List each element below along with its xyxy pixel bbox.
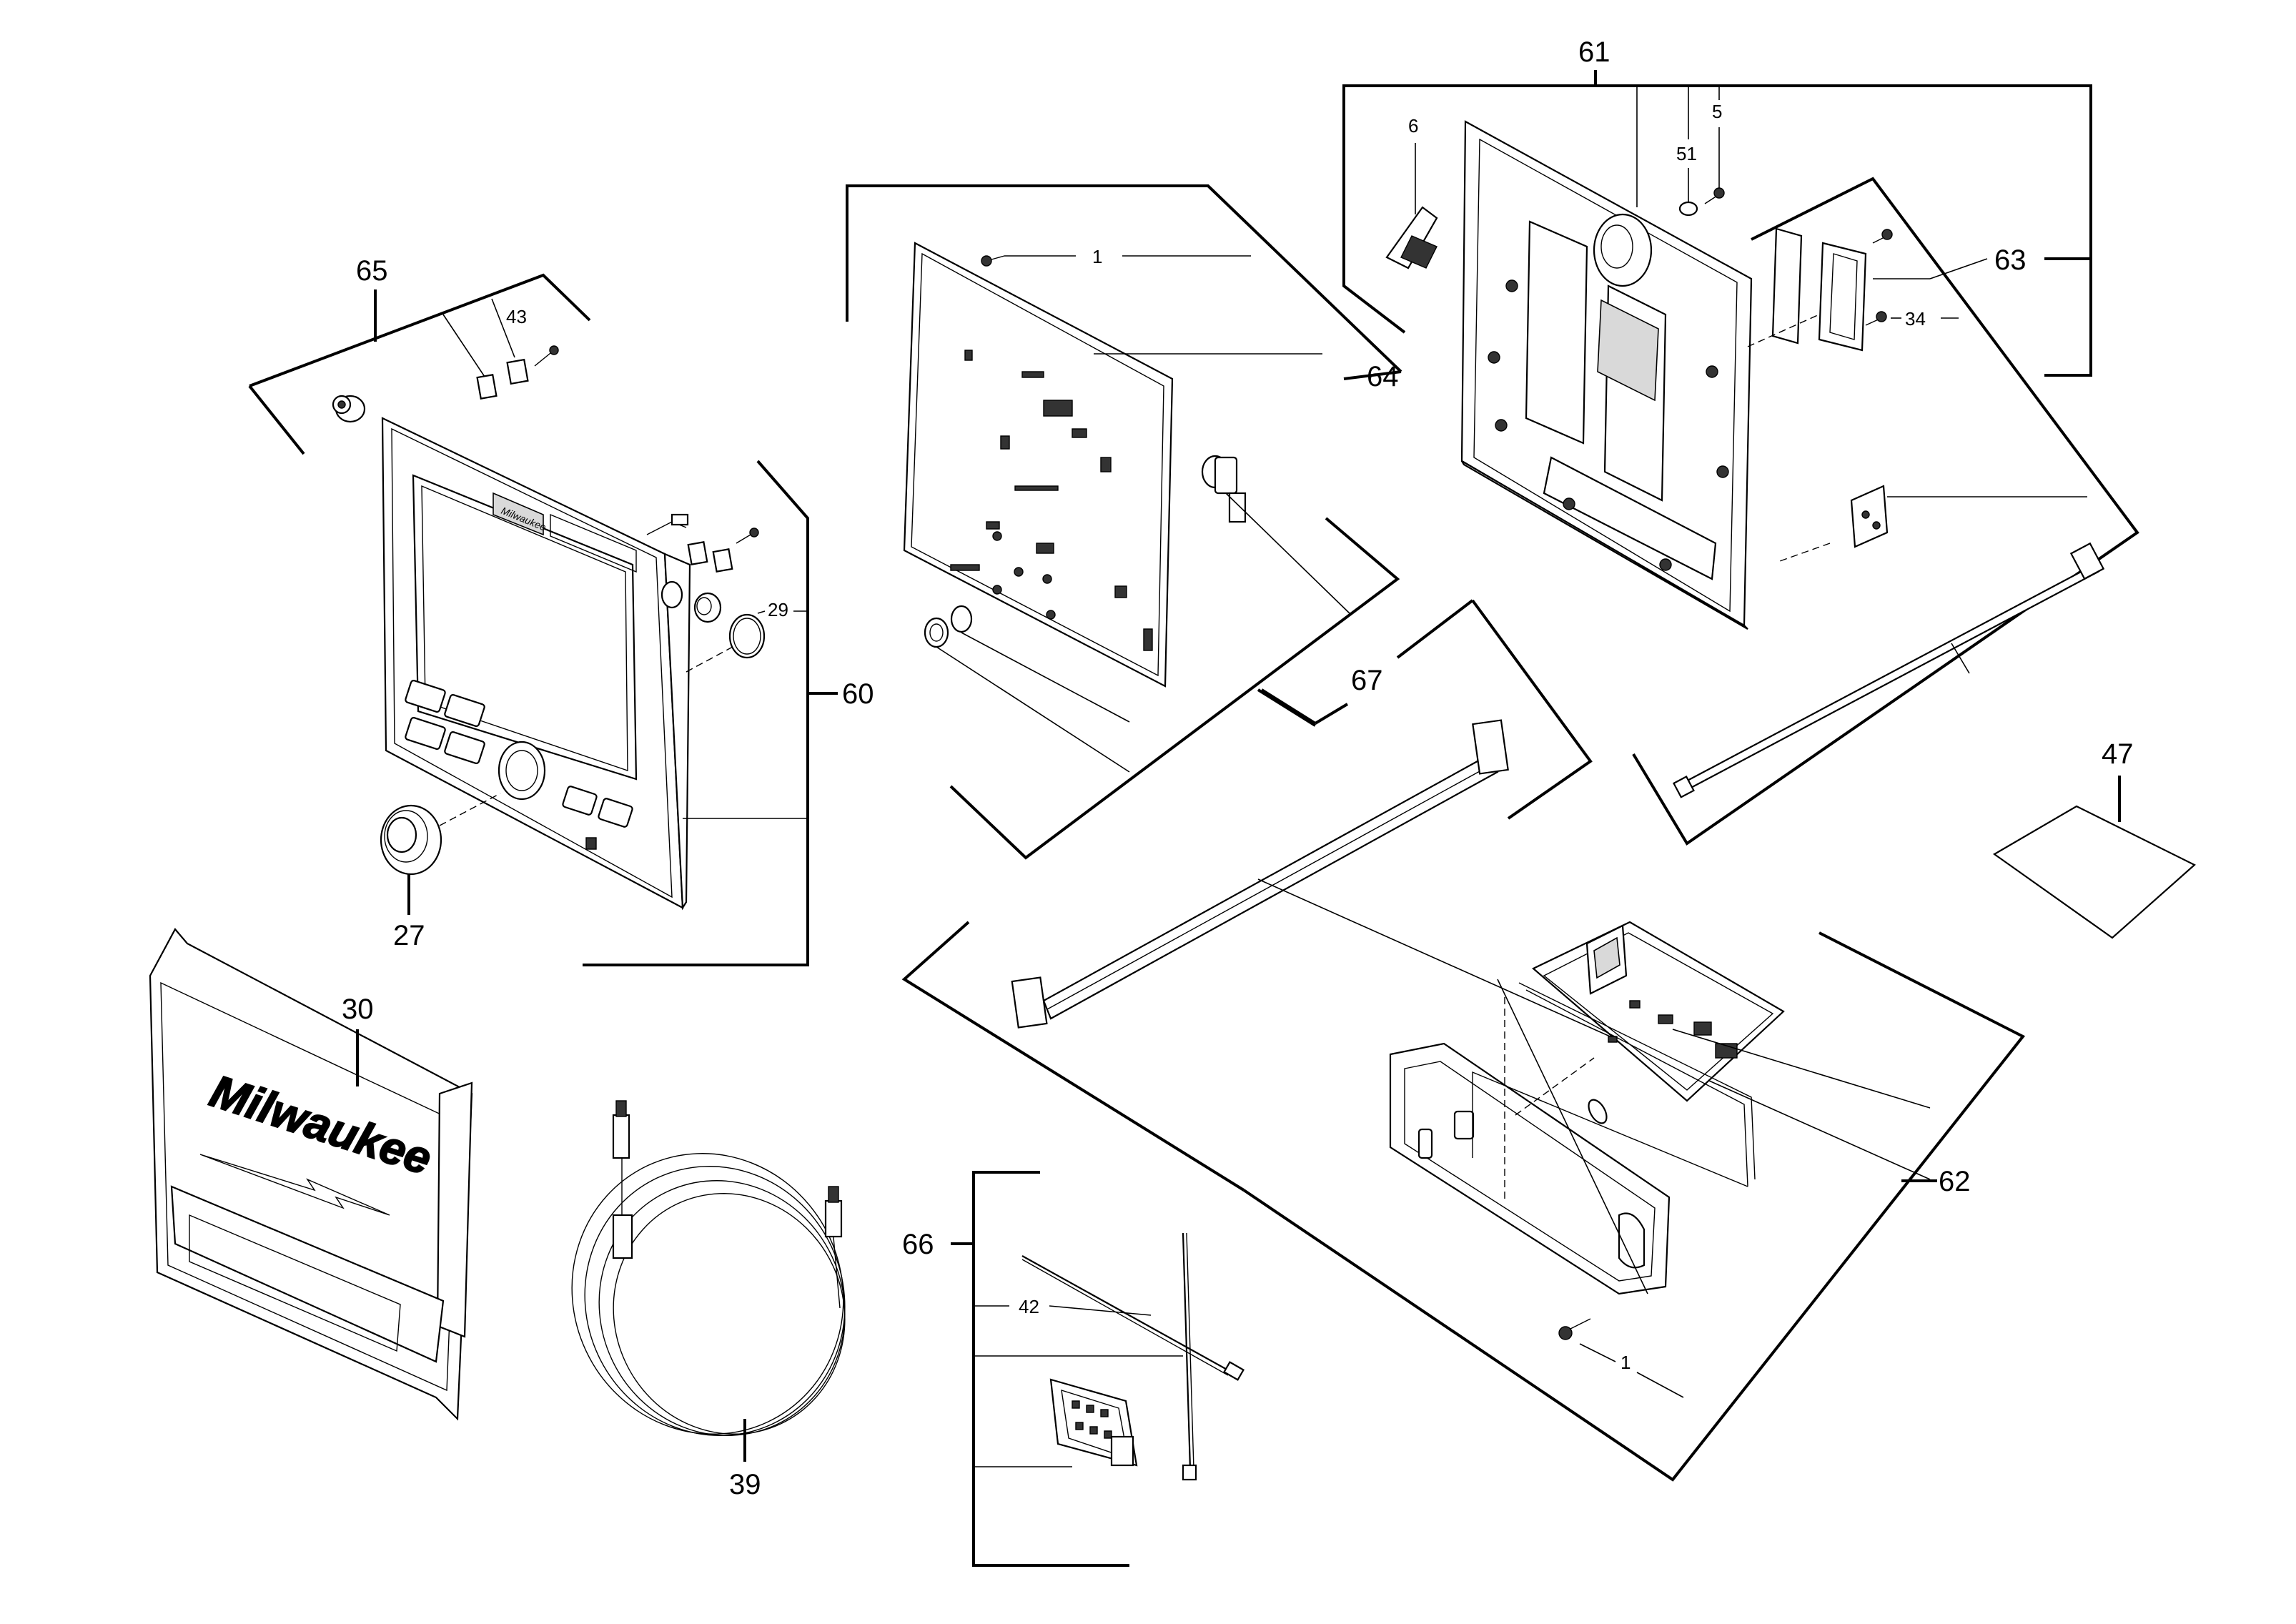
lightning-bolt-icon: [199, 1154, 390, 1216]
bracket-62: [1242, 931, 2026, 1482]
bracket-63: [1632, 177, 2139, 846]
usb-cable-39: 39: [571, 1100, 846, 1500]
usb-plug-b: [824, 1199, 843, 1238]
callout-62: 62: [1939, 1166, 1971, 1197]
callout-1-top: 1: [1092, 246, 1102, 267]
bracket-65: [249, 273, 591, 387]
callout-51: 51: [1676, 143, 1697, 164]
cover-window: [170, 1185, 445, 1363]
speaker-module: [1597, 299, 1659, 402]
knob-65: [332, 395, 366, 423]
potentiometer: [1201, 455, 1247, 523]
assembly-66-accessories: 66 42: [902, 1171, 1245, 1567]
screw-1-top: [981, 255, 992, 267]
assembly-63-latch: 63 34: [1632, 177, 2139, 846]
key-3[interactable]: [405, 716, 446, 751]
bracket-60: [583, 460, 809, 966]
callout-61: 61: [1578, 36, 1610, 68]
port-icon: [585, 837, 597, 850]
callout-42: 42: [1019, 1296, 1039, 1317]
callout-66: 66: [902, 1229, 934, 1260]
callout-60: 60: [842, 678, 874, 710]
callout-1-bottom: 1: [1620, 1352, 1631, 1373]
rear-housing-61: [1460, 120, 1753, 630]
latch-plate: [1818, 242, 1867, 352]
assembly-60-front-panel: 65 43 Milwaukee: [248, 255, 874, 966]
keypad-right: [562, 786, 633, 850]
screw-5: [1713, 187, 1725, 199]
callout-5: 5: [1712, 101, 1722, 122]
bracket-64: [846, 184, 1402, 373]
ferrite-core: [612, 1214, 633, 1259]
cover-30: Milwaukee 30: [149, 928, 473, 1421]
plate-43a: [476, 374, 498, 400]
speaker-housing: [1593, 213, 1653, 287]
callout-27: 27: [393, 920, 425, 951]
callout-63: 63: [1994, 244, 2027, 276]
standoff: [992, 531, 1002, 541]
callout-64: 64: [1367, 361, 1399, 392]
plate-60b: [712, 548, 733, 573]
key-6[interactable]: [598, 798, 633, 828]
o-ring-29: [728, 613, 766, 659]
callout-29: 29: [768, 599, 788, 620]
assembly-64-pcb: 64 1: [846, 184, 1402, 860]
callout-65: 65: [356, 255, 388, 287]
callout-30: 30: [342, 994, 374, 1025]
main-pcb: [903, 242, 1174, 688]
usb-plug-a: [612, 1114, 630, 1159]
pcb-components: [950, 350, 1153, 651]
callout-39: 39: [729, 1469, 761, 1500]
assembly-61-rear-housing: 61 6 51 5: [1342, 36, 2092, 630]
key-5[interactable]: [562, 786, 598, 816]
usb-port: [1585, 924, 1628, 995]
bracket-61: [1342, 84, 2092, 377]
screw-34: [1876, 311, 1887, 322]
panel-logo-plate: [493, 492, 544, 536]
washer: [924, 617, 949, 648]
screw-63a: [1881, 229, 1893, 240]
gasket-62: [1389, 1042, 1671, 1295]
side-knob: [693, 592, 722, 623]
screw-43: [534, 345, 559, 367]
usb-pcb: [1532, 921, 1785, 1102]
label-47: 47: [1992, 738, 2196, 939]
terminal-block: [1049, 1378, 1138, 1467]
key-2[interactable]: [444, 693, 485, 728]
sensor-bracket: [1850, 485, 1889, 548]
key-4[interactable]: [444, 731, 485, 765]
callout-34: 34: [1905, 308, 1926, 330]
ribbon-connector-b: [1472, 719, 1509, 775]
dial-ring[interactable]: [498, 741, 546, 801]
wire-connector: [671, 513, 689, 526]
knob-27: [380, 804, 442, 876]
washer-51: [1678, 201, 1698, 217]
screw-1-bottom: [1558, 1326, 1573, 1340]
callout-67: 67: [1351, 665, 1383, 696]
screw-60: [749, 528, 759, 538]
plate-60a: [687, 541, 708, 565]
clip-6: [1385, 206, 1438, 269]
side-hole: [660, 580, 683, 609]
assembly-62-usb-board: 62: [901, 878, 2026, 1482]
wire-harness: [1682, 563, 2099, 791]
callout-43: 43: [506, 306, 527, 327]
keypad-left: [405, 679, 485, 765]
callout-47: 47: [2102, 738, 2134, 770]
ribbon-connector-a: [1011, 976, 1048, 1029]
assembly-67-ribbon: 67: [1011, 599, 1593, 1029]
plate-43b: [506, 358, 529, 385]
callout-6: 6: [1408, 115, 1418, 137]
front-panel-60: Milwaukee: [381, 417, 759, 911]
cable-tie-42a: [1021, 1255, 1245, 1381]
magnet-strip: [1771, 227, 1803, 345]
cable-tie-42b: [1182, 1232, 1197, 1481]
key-1[interactable]: [405, 679, 446, 713]
bracket-66: [972, 1171, 1129, 1567]
